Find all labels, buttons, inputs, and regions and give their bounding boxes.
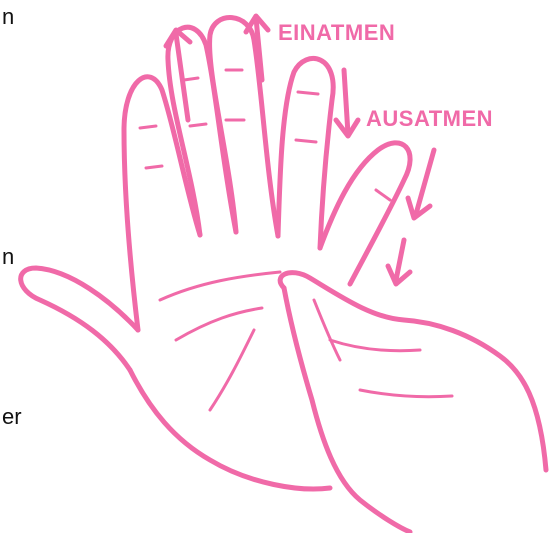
inhale-label: EINATMEN bbox=[278, 20, 396, 45]
cropped-text-fragment-top: n bbox=[2, 4, 15, 29]
exhale-arrow-icon bbox=[333, 67, 437, 287]
exhale-label: AUSATMEN bbox=[366, 106, 494, 131]
inhale-arrow-icon bbox=[163, 13, 271, 123]
left-hand-icon bbox=[18, 15, 413, 492]
right-hand-icon bbox=[277, 270, 549, 533]
cropped-text-fragment-bottom: er bbox=[2, 404, 22, 429]
cropped-text-fragment-middle: n bbox=[2, 244, 15, 269]
